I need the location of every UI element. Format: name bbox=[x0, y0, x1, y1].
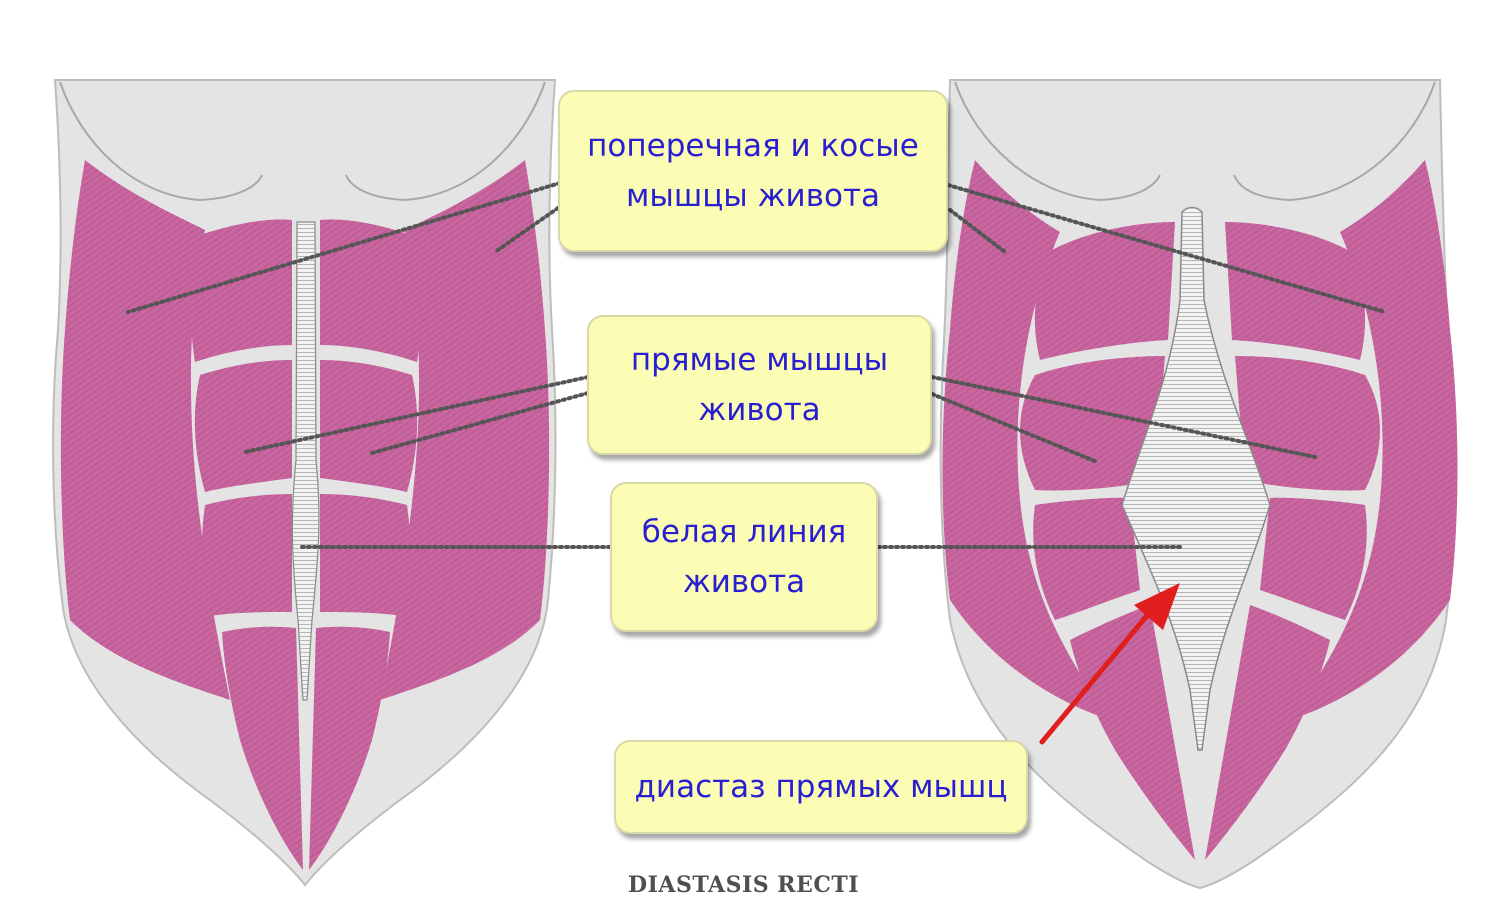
torso-normal bbox=[53, 80, 555, 885]
rectus-low-left bbox=[202, 494, 292, 616]
label-rectus-muscles: прямые мышцы живота bbox=[587, 315, 932, 455]
rectus-upper-left bbox=[191, 220, 292, 362]
label-linea-alba: белая линия живота bbox=[610, 482, 878, 632]
label-text: белая линия живота bbox=[642, 507, 847, 607]
label-text: диастаз прямых мышц bbox=[635, 762, 1008, 812]
diagram-caption: DIASTASIS RECTI bbox=[628, 872, 859, 898]
rectus-low-right bbox=[320, 494, 410, 616]
label-text: прямые мышцы живота bbox=[631, 335, 888, 435]
label-text: поперечная и косые мышцы живота bbox=[587, 121, 919, 221]
rectus-mid-left bbox=[195, 360, 292, 492]
label-transverse-oblique-muscles: поперечная и косые мышцы живота bbox=[558, 90, 948, 252]
label-diastasis: диастаз прямых мышц bbox=[614, 740, 1028, 834]
